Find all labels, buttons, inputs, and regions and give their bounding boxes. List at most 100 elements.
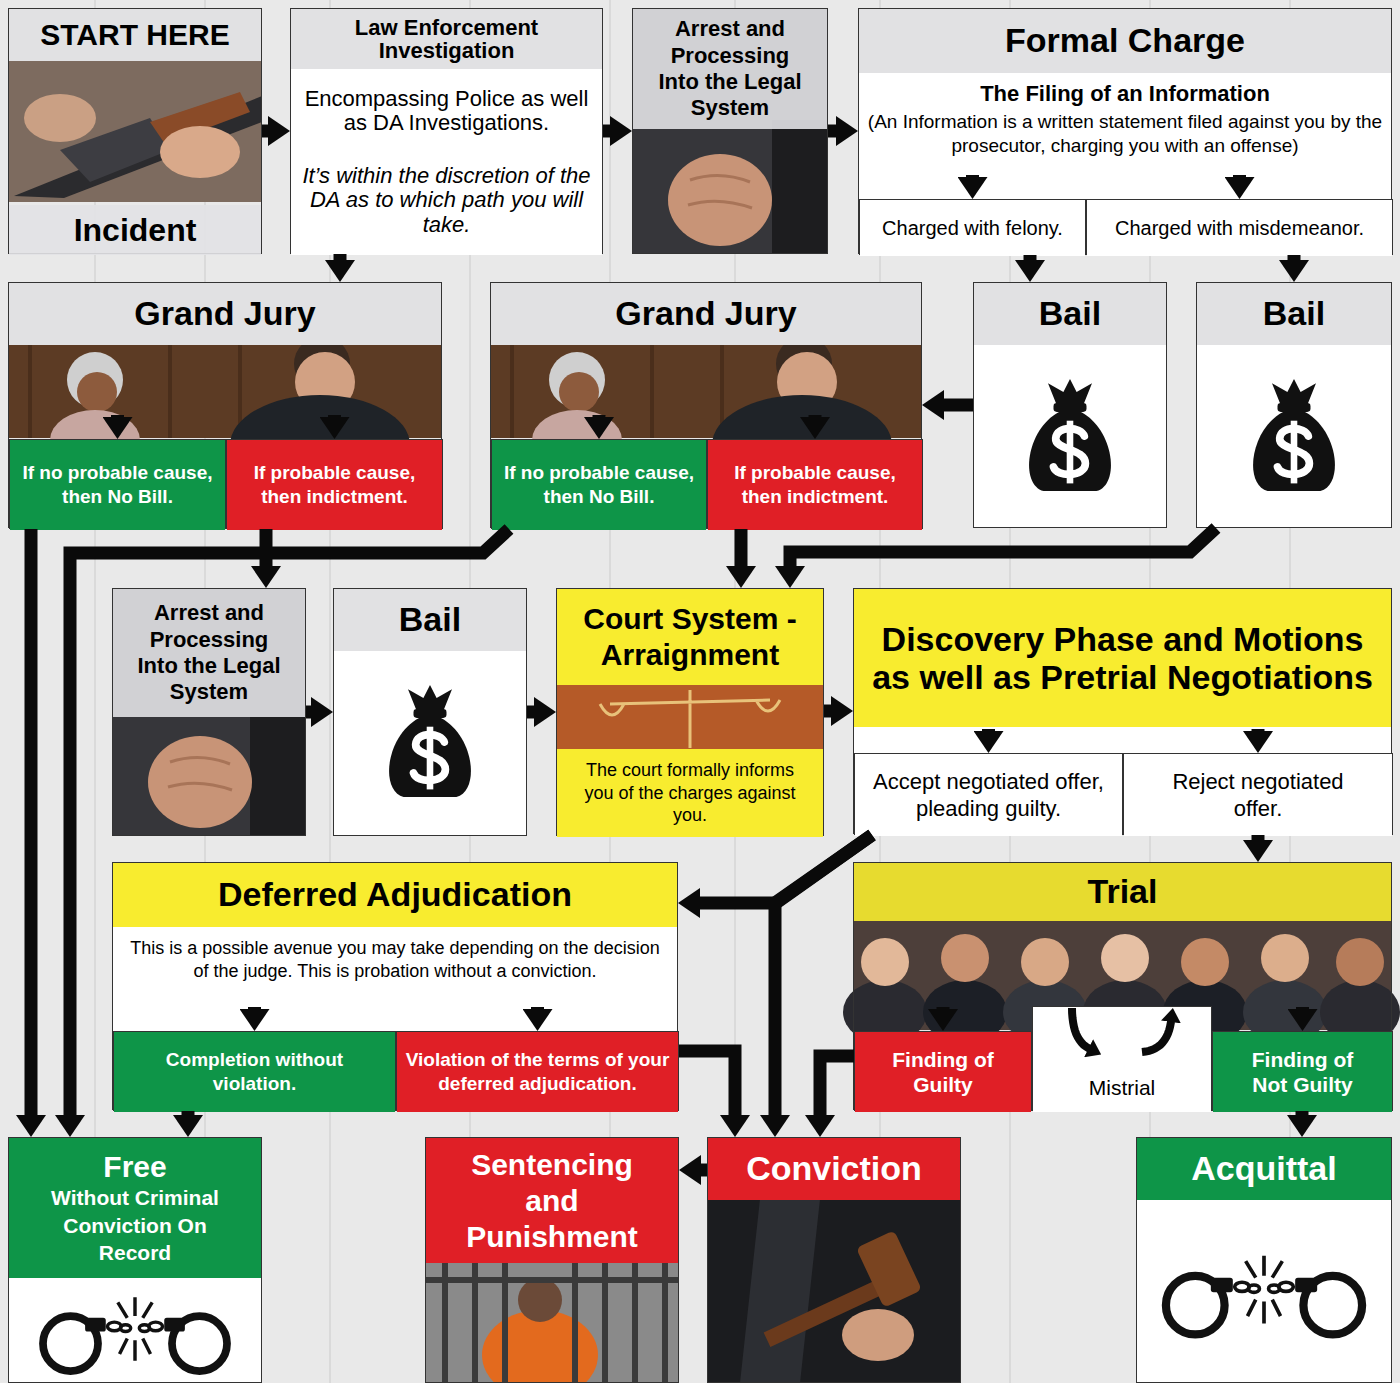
box-band: Grand Jury (9, 283, 441, 345)
connector-arrow (694, 835, 872, 903)
box-band: Finding of Guilty (855, 1032, 1031, 1112)
connector-arrow (531, 1007, 544, 1015)
box-band: Law Enforcement Investigation (291, 9, 602, 69)
connector-arrow (603, 125, 616, 138)
face-shape (861, 938, 909, 986)
scales-shape (600, 690, 780, 748)
box-band: If probable cause, then indictment. (227, 440, 442, 530)
connector-arrow (982, 729, 995, 737)
connector-arrow (1142, 1018, 1172, 1052)
fist-shape (668, 154, 772, 246)
face-shape (559, 372, 599, 412)
connector-arrow (262, 125, 274, 138)
face-shape (1021, 938, 1069, 986)
flow-box: Court System - ArraignmentThe court form… (556, 588, 824, 836)
head-shape (518, 1278, 562, 1322)
connector-arrow (260, 529, 273, 572)
flow-box: Formal ChargeThe Filing of an Informatio… (858, 8, 1392, 254)
flow-box: Acquittal (1136, 1137, 1392, 1383)
box-text: It’s within the discretion of the DA as … (299, 164, 594, 237)
box-band: Accept negotiated offer, pleading guilty… (855, 754, 1122, 836)
box-band: START HERE (9, 9, 261, 61)
flow-box: Mistrial (1032, 1006, 1212, 1111)
connector-arrow (1024, 255, 1037, 266)
box-text: START HERE (40, 18, 229, 53)
connector-arrow (306, 706, 317, 719)
box-band: Trial (854, 863, 1391, 921)
connector-arrow (328, 415, 341, 423)
box-text: If probable cause, then indictment. (718, 461, 913, 509)
box-text: Grand Jury (134, 294, 315, 333)
connector-arrow (1233, 175, 1246, 183)
connector-arrow (775, 835, 872, 1121)
connector-arrow (1296, 1111, 1309, 1121)
box-text: (An Information is a written statement f… (867, 110, 1383, 158)
box-text: Bail (1039, 294, 1101, 333)
flow-box: If probable cause, then indictment. (226, 439, 443, 529)
flow-box: If no probable cause, then No Bill. (9, 439, 226, 529)
flow-box: Conviction (707, 1137, 961, 1383)
box-text: Encompassing Police as well as DA Invest… (299, 87, 594, 135)
box-text: Bail (1263, 294, 1325, 333)
box-text: If no probable cause, then No Bill. (20, 461, 215, 509)
photo-ground (8, 52, 262, 202)
box-text: Completion without violation. (122, 1048, 387, 1096)
box-text: Bail (399, 600, 461, 639)
box-text: If probable cause, then indictment. (237, 461, 432, 509)
flow-box: Finding of Not Guilty (1212, 1031, 1393, 1111)
connector-arrow (334, 254, 347, 266)
hand-shape (24, 94, 96, 142)
flow-box: TrialFinding of GuiltyMistrial Finding of… (853, 862, 1392, 1110)
money-bag-icon (389, 685, 471, 797)
connector-arrow (1252, 835, 1265, 846)
knuckle-lines (168, 757, 232, 790)
flow-box: If no probable cause, then No Bill. (491, 439, 707, 529)
box-band: Conviction (708, 1138, 960, 1200)
connector-arrow (966, 175, 979, 183)
box-band: FreeWithout Criminal Conviction On Recor… (9, 1138, 261, 1278)
box-band: Arrest and Processing Into the Legal Sys… (113, 589, 305, 717)
connector-arrow (938, 399, 973, 412)
box-band: Encompassing Police as well as DA Invest… (291, 69, 602, 255)
box-band: If probable cause, then indictment. (708, 440, 922, 530)
box-text: If no probable cause, then No Bill. (502, 461, 697, 509)
box-band: Charged with misdemeanor. (1087, 200, 1392, 256)
box-text: Charged with misdemeanor. (1115, 217, 1364, 240)
box-band: If no probable cause, then No Bill. (492, 440, 706, 530)
connector-arrow (1252, 729, 1265, 737)
box-text: Accept negotiated offer, pleading guilty… (871, 768, 1106, 823)
flow-box: Bail (1196, 282, 1392, 528)
connector-arrow (182, 1111, 195, 1121)
connector-arrow (695, 1164, 707, 1177)
connector-arrow (828, 125, 842, 138)
icon-ground (1136, 1199, 1392, 1383)
box-text: Formal Charge (1005, 21, 1245, 60)
box-text: Acquittal (1191, 1149, 1336, 1188)
connector-arrow (111, 415, 124, 423)
flow-box: Charged with felony. (859, 199, 1086, 255)
connector-arrow (809, 415, 822, 423)
box-text: Mistrial (1089, 1076, 1156, 1100)
suit-shape (772, 120, 828, 254)
icon-ground (1196, 344, 1392, 528)
icon-ground (8, 1277, 262, 1383)
flow-box: Arrest and Processing Into the Legal Sys… (112, 588, 306, 836)
box-band: Violation of the terms of your deferred … (397, 1032, 678, 1112)
knuckle-lines (688, 175, 752, 208)
box-text: Free (103, 1150, 166, 1185)
connector-arrow (1288, 255, 1301, 266)
flow-box: Bail (973, 282, 1167, 528)
face-shape (1336, 938, 1384, 986)
photo-ground (707, 1199, 961, 1383)
box-band: Bail (334, 589, 526, 651)
suit-shape (250, 710, 306, 836)
connector-arrow (937, 1007, 950, 1015)
connector-arrow (248, 1007, 261, 1015)
box-text: Finding of Guilty (881, 1047, 1006, 1097)
connector-arrow (679, 1051, 735, 1121)
connector-arrow (1072, 1008, 1092, 1050)
box-text: Charged with felony. (882, 217, 1063, 240)
face-shape (941, 934, 989, 982)
